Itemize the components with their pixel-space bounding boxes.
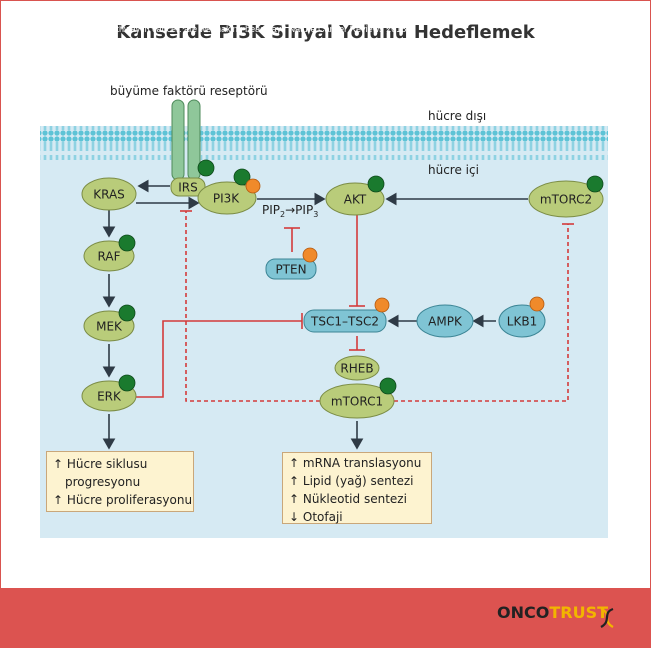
ampk-label: AMPK (428, 315, 463, 329)
green-marker-icon (118, 234, 136, 252)
green-marker-icon (233, 168, 251, 186)
pip3-subscript: 3 (313, 210, 318, 219)
cell-membrane (40, 126, 608, 160)
erk-label: ERK (97, 390, 122, 404)
erk-output-3: ↑ Hücre proliferasyonu (53, 493, 193, 507)
pi3k-label: PI3K (213, 192, 240, 206)
node-ampk: AMPK (416, 304, 474, 338)
akt-label: AKT (344, 193, 367, 207)
node-mek: MEK (83, 304, 136, 342)
feedback-inhibition-lines (180, 210, 574, 402)
lkb1-label: LKB1 (507, 315, 537, 329)
node-akt: AKT (325, 175, 385, 216)
green-marker-icon (118, 304, 136, 322)
erk-output-2: progresyonu (65, 475, 141, 489)
orange-marker-icon (374, 297, 390, 313)
node-lkb1: LKB1 (498, 296, 546, 338)
extracellular-label: hücre dışı (428, 109, 486, 123)
green-marker-icon (379, 377, 397, 395)
raf-label: RAF (98, 250, 121, 264)
green-marker-icon (118, 374, 136, 392)
tsc-label: TSC1–TSC2 (310, 315, 379, 329)
mtorc1-outputs-box: ↑ mRNA translasyonu ↑ Lipid (yağ) sentez… (282, 452, 432, 524)
mtorc1-output-3: ↑ Nükleotid sentezi (289, 492, 407, 506)
intracellular-label: hücre içi (428, 163, 479, 177)
node-pten: PTEN (265, 247, 318, 280)
pip2-text: PIP (262, 203, 280, 217)
pten-label: PTEN (275, 263, 306, 277)
mtorc1-output-1: ↑ mRNA translasyonu (289, 456, 422, 470)
node-rheb: RHEB (334, 355, 380, 381)
rheb-label: RHEB (340, 362, 373, 376)
svg-text:PIP2→PIP3: PIP2→PIP3 (262, 203, 318, 219)
irs-label: IRS (178, 181, 198, 195)
receptor-label: büyüme faktörü reseptörü (110, 84, 268, 98)
node-tsc1-tsc2: TSC1–TSC2 (303, 297, 390, 333)
node-mtorc1: mTORC1 (319, 377, 397, 419)
citation-text: Targeting the PI3K pathway in cancer: ar… (30, 24, 409, 34)
oncotrust-logo: ONCOTRUST (497, 603, 609, 622)
pip2-subscript: 2 (280, 210, 285, 219)
mek-label: MEK (96, 320, 123, 334)
mtorc1-output-2: ↑ Lipid (yağ) sentezi (289, 474, 414, 488)
pip-arrow: → (285, 203, 295, 217)
orange-marker-icon (245, 178, 261, 194)
node-mtorc2: mTORC2 (528, 175, 604, 218)
kras-label: KRAS (93, 188, 125, 202)
orange-marker-icon (302, 247, 318, 263)
erk-output-1: ↑ Hücre siklusu (53, 457, 148, 471)
orange-marker-icon (529, 296, 545, 312)
node-pi3k: PI3K (197, 168, 261, 215)
mtorc1-output-4: ↓ Otofaji (289, 510, 343, 524)
phospho-marker-icon (197, 159, 215, 177)
page-title: Kanserde PI3K Sinyal Yolunu Hedeflemek (116, 22, 535, 43)
node-raf: RAF (83, 234, 136, 272)
green-marker-icon (586, 175, 604, 193)
green-marker-icon (367, 175, 385, 193)
node-kras: KRAS (81, 177, 137, 211)
erk-outputs-box: ↑ Hücre siklusu progresyonu ↑ Hücre prol… (46, 451, 194, 512)
mtorc2-label: mTORC2 (540, 193, 592, 207)
growth-factor-receptor (171, 99, 201, 181)
node-erk: ERK (81, 374, 137, 412)
logo-icon (600, 607, 614, 628)
pip3-text: PIP (295, 203, 313, 217)
activation-arrows (102, 179, 528, 450)
node-irs: IRS (170, 159, 215, 197)
pip-conversion: PIP2→PIP3 (262, 203, 318, 219)
inhibition-lines (136, 214, 365, 398)
footer-banner (0, 588, 651, 648)
mtorc1-label: mTORC1 (331, 395, 383, 409)
